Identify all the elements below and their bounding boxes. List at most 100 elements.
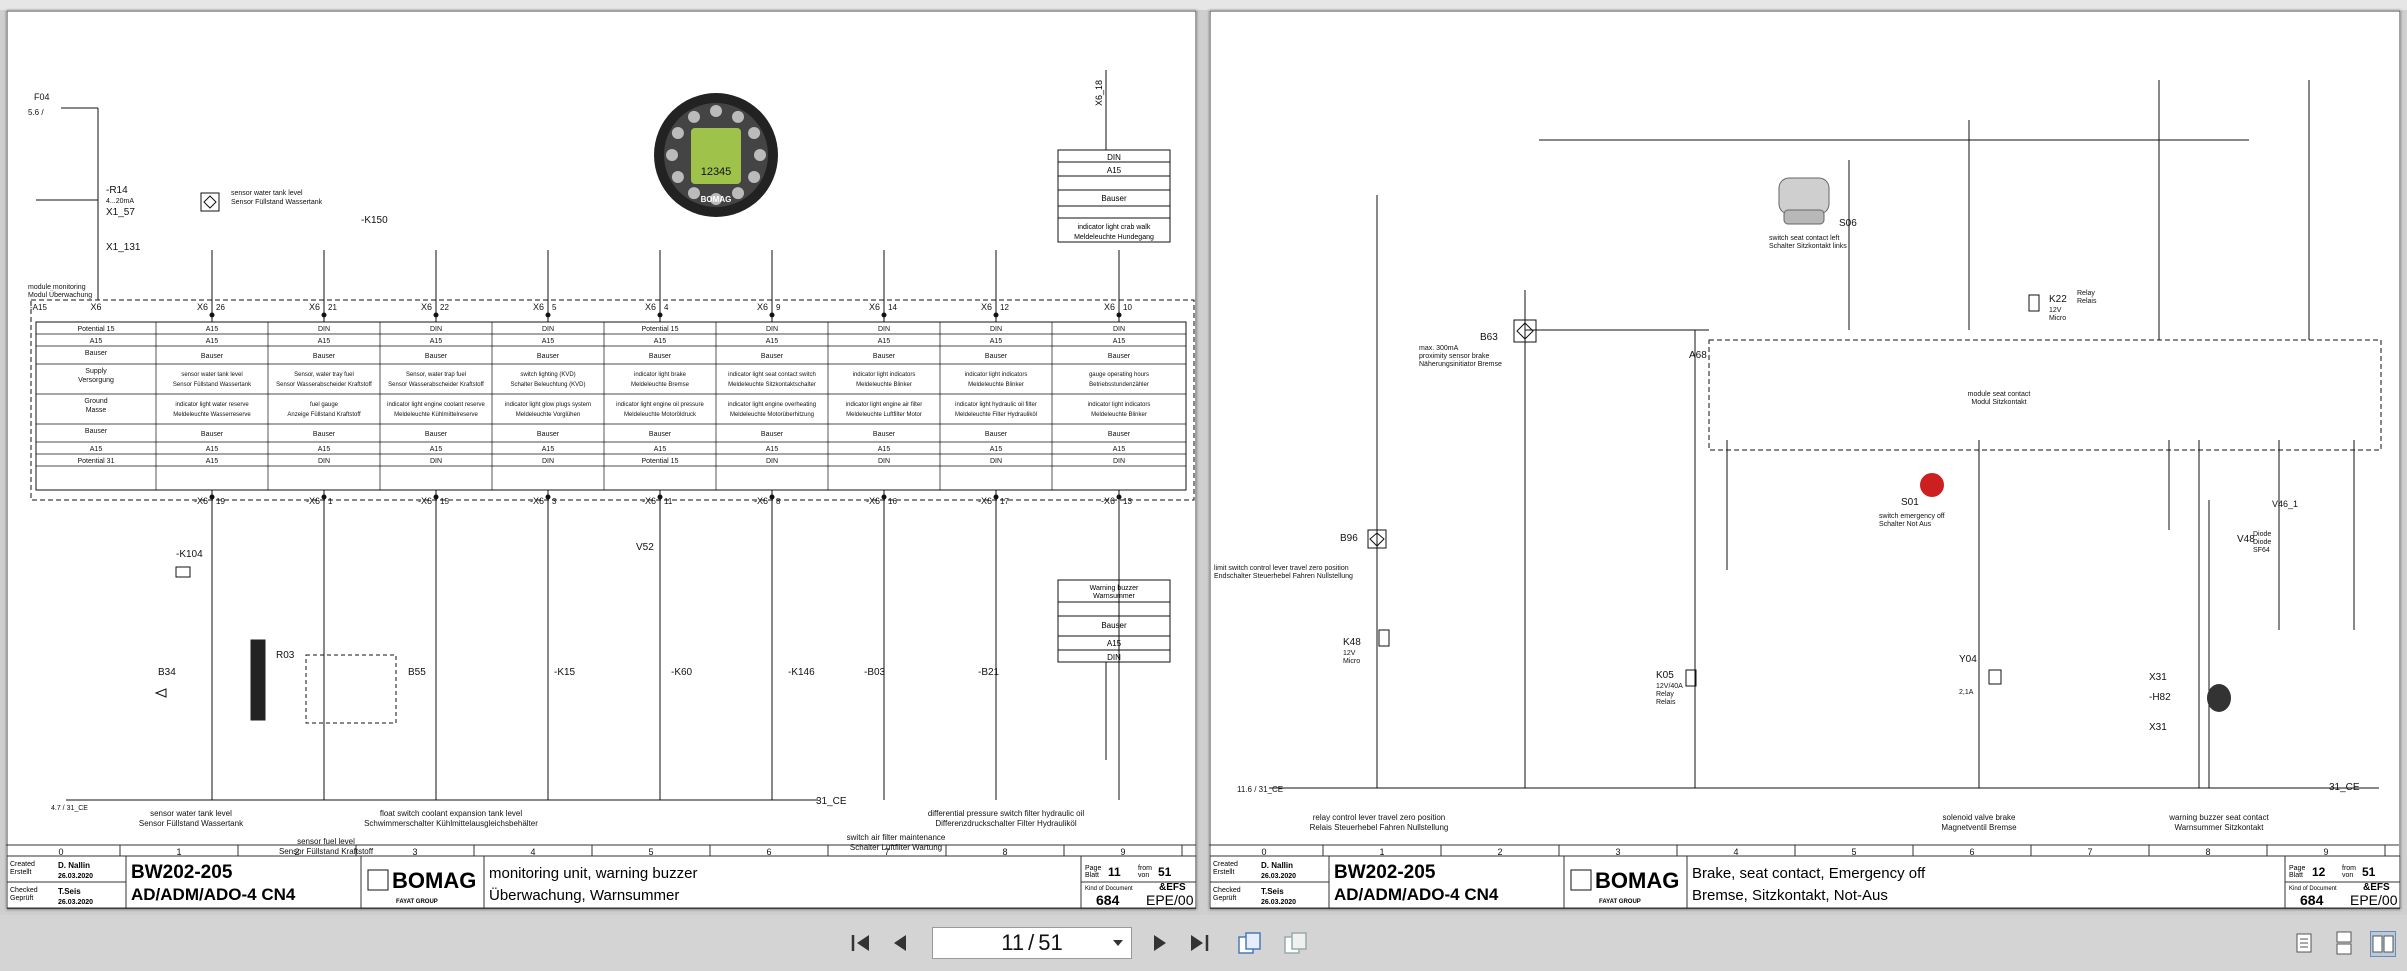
- single-page-view-button[interactable]: [2292, 931, 2316, 955]
- row-label: Supply: [85, 368, 107, 375]
- cell-desc-en: indicator light indicators: [853, 372, 916, 378]
- caption-en: warning buzzer seat contact: [2168, 813, 2269, 822]
- svg-text:-A15: -A15: [30, 303, 47, 312]
- two-page-view-button[interactable]: [2370, 931, 2396, 957]
- svg-text:indicator light crab walk: indicator light crab walk: [1078, 224, 1151, 231]
- caption-de: Magnetventil Bremse: [1941, 823, 2017, 832]
- cell-desc-en: indicator light seat contact switch: [728, 372, 816, 378]
- cell-a15: A15: [878, 446, 891, 453]
- pin-number: 9: [776, 303, 781, 312]
- svg-text:-H82: -H82: [2149, 692, 2171, 703]
- pin-number: 5: [552, 303, 557, 312]
- svg-text:Relais: Relais: [1656, 699, 1676, 706]
- pin-label: X6: [533, 302, 544, 312]
- svg-text:Erstellt: Erstellt: [10, 869, 31, 876]
- row-label: Bauser: [85, 350, 108, 357]
- monitoring-display-icon: 12345 BOMAG: [654, 93, 778, 217]
- svg-text:26.03.2020: 26.03.2020: [58, 899, 93, 906]
- cell-type: DIN: [990, 326, 1002, 333]
- first-page-button[interactable]: [846, 929, 874, 957]
- page-separator: /: [1028, 930, 1035, 955]
- pages-icon: [1238, 932, 1261, 954]
- single-page-icon: [2296, 933, 2312, 953]
- cell-desc-en: indicator light engine overheating: [728, 402, 816, 408]
- svg-text:V52: V52: [636, 542, 654, 553]
- continuous-view-button[interactable]: [2332, 931, 2356, 955]
- column-number: 3: [412, 847, 417, 857]
- svg-text:Geprüft: Geprüft: [10, 895, 33, 902]
- svg-text:31_CE: 31_CE: [816, 796, 847, 807]
- svg-text:-R14: -R14: [106, 185, 128, 196]
- pin-number: 17: [1000, 497, 1009, 506]
- cell-bauser: Bauser: [201, 431, 224, 438]
- next-page-button[interactable]: [1146, 929, 1174, 957]
- pin-number: 15: [440, 497, 449, 506]
- svg-text:SF64: SF64: [2253, 547, 2270, 554]
- cell-desc-de: Meldeleuchte Vorglühen: [516, 412, 580, 418]
- previous-page-button[interactable]: [886, 929, 914, 957]
- svg-text:BOMAG: BOMAG: [392, 868, 476, 893]
- crab-walk-box: DIN A15 Bauser indicator light crab walk…: [1057, 70, 1171, 243]
- cell-type: DIN: [318, 458, 330, 465]
- extract-pages-button[interactable]: [1282, 929, 1310, 957]
- svg-text:BW202-205: BW202-205: [1334, 862, 1436, 883]
- cell-desc-de: Betriebsstundenzähler: [1089, 382, 1149, 388]
- cell-desc-en: indicator light engine oil pressure: [616, 402, 704, 408]
- svg-text:Checked: Checked: [1213, 887, 1241, 894]
- svg-text:-K60: -K60: [671, 667, 693, 678]
- pin-label: X6: [757, 302, 768, 312]
- caption-de: Warnsummer Sitzkontakt: [2174, 823, 2264, 832]
- svg-text:-B03: -B03: [864, 667, 886, 678]
- pin-number: 8: [776, 497, 781, 506]
- cell-desc-en: Sensor, water trap fuel: [406, 372, 466, 378]
- chevron-down-icon[interactable]: [1113, 940, 1123, 946]
- svg-text:T.Seis: T.Seis: [1261, 887, 1284, 896]
- pin-number: 12: [1000, 303, 1009, 312]
- pin-label: X6: [421, 302, 432, 312]
- svg-text:26.03.2020: 26.03.2020: [58, 873, 93, 880]
- rotate-view-button[interactable]: [1236, 929, 1264, 957]
- svg-text:proximity sensor brake: proximity sensor brake: [1419, 353, 1490, 360]
- svg-text:Sensor Füllstand Wassertank: Sensor Füllstand Wassertank: [231, 199, 323, 206]
- svg-text:Page: Page: [2289, 865, 2305, 872]
- svg-text:&EFS: &EFS: [2363, 882, 2390, 893]
- column-number: 7: [884, 847, 889, 857]
- svg-text:Created: Created: [1213, 861, 1238, 868]
- svg-text:X31: X31: [2149, 722, 2167, 733]
- skip-last-icon: [1191, 935, 1209, 951]
- column-number: 4: [530, 847, 535, 857]
- svg-text:EPE/00: EPE/00: [1146, 892, 1194, 908]
- cell-desc-de: Meldeleuchte Blinker: [968, 382, 1024, 388]
- svg-text:4...20mA: 4...20mA: [106, 198, 134, 205]
- svg-text:X6_18: X6_18: [1094, 80, 1104, 106]
- svg-text:Erstellt: Erstellt: [1213, 869, 1234, 876]
- svg-text:51: 51: [1158, 865, 1172, 879]
- svg-text:D. Nallin: D. Nallin: [58, 861, 90, 870]
- cell-type: DIN: [430, 458, 442, 465]
- svg-text:BW202-205: BW202-205: [131, 862, 233, 883]
- title-block: Created Erstellt D. Nallin 26.03.2020 Ch…: [6, 855, 1197, 909]
- caption-en: float switch coolant expansion tank leve…: [380, 809, 523, 818]
- current-page-number[interactable]: 11: [1001, 930, 1025, 955]
- svg-text:Blatt: Blatt: [2289, 872, 2303, 879]
- svg-text:from: from: [1138, 865, 1152, 872]
- viewer-toolbar: 11 / 51: [0, 915, 2407, 971]
- caption-en: relay control lever travel zero position: [1313, 813, 1446, 822]
- svg-text:D. Nallin: D. Nallin: [1261, 861, 1293, 870]
- svg-text:Created: Created: [10, 861, 35, 868]
- cell-type: Potential 15: [642, 326, 679, 333]
- caption-de: Sensor Füllstand Kraftstoff: [279, 847, 374, 856]
- column-number: 9: [1120, 847, 1125, 857]
- page-number-field[interactable]: 11 / 51: [932, 927, 1132, 959]
- svg-text:Näherungsinitiator Bremse: Näherungsinitiator Bremse: [1419, 361, 1502, 368]
- column-number: 9: [2323, 847, 2328, 857]
- last-page-button[interactable]: [1186, 929, 1214, 957]
- pin-number: 14: [888, 303, 897, 312]
- cell-a15: A15: [654, 446, 667, 453]
- cell-desc-de: Meldeleuchte Blinker: [856, 382, 912, 388]
- svg-text:Bremse, Sitzkontakt, Not-Aus: Bremse, Sitzkontakt, Not-Aus: [1692, 887, 1888, 904]
- pin-number: 21: [328, 303, 337, 312]
- cell-bauser: Bauser: [761, 353, 784, 360]
- cell-desc-de: Meldeleuchte Blinker: [1091, 412, 1147, 418]
- svg-text:Diode: Diode: [2253, 539, 2271, 546]
